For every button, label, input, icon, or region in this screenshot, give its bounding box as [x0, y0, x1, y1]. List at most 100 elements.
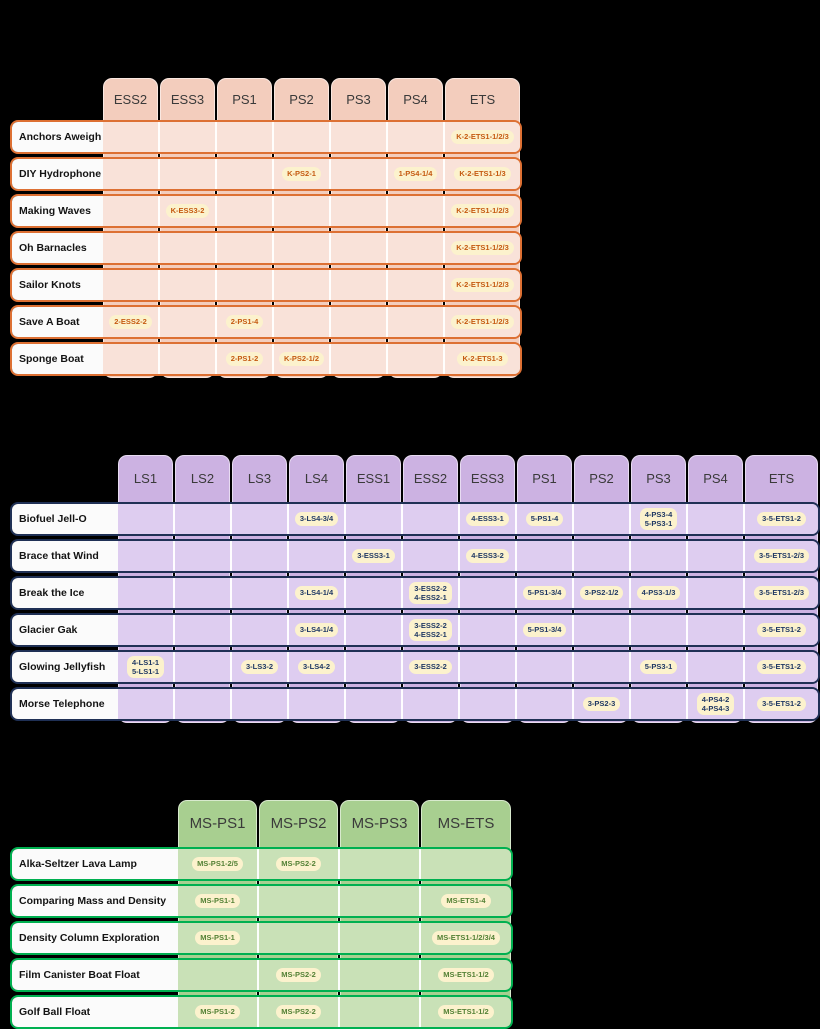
standard-cell: 2-PS1-2	[217, 344, 274, 374]
standard-badge: 3-ESS2-2 4-ESS2-1	[409, 581, 452, 605]
standard-badge: 4-PS3-1/3	[636, 586, 681, 600]
standard-cell: 5-PS3-1	[631, 652, 688, 682]
standard-cell: 5-PS1-3/4	[517, 578, 574, 608]
standard-badge: 3-PS2-3	[582, 697, 621, 711]
standard-badge: MS-PS2-2	[276, 968, 321, 982]
standard-cell	[175, 652, 232, 682]
standard-badge: MS-ETS1-1/2	[438, 1005, 494, 1019]
standard-badge: 1-PS4-1/4	[393, 167, 438, 181]
standard-cell	[118, 615, 175, 645]
standard-cell	[331, 159, 388, 189]
standard-badge: K-2-ETS1-1/2/3	[451, 130, 514, 144]
standard-cell	[160, 159, 217, 189]
standard-cell	[574, 504, 631, 534]
standard-cell	[340, 886, 421, 916]
standard-cell: K-PS2-1	[274, 159, 331, 189]
column-header-label: ETS	[469, 91, 496, 107]
standard-cell	[175, 689, 232, 719]
standard-cell	[331, 122, 388, 152]
standard-cell	[274, 196, 331, 226]
standard-cell: MS-ETS1-4	[421, 886, 511, 916]
standard-cell: 3-5-ETS1-2/3	[745, 578, 818, 608]
standard-cell	[289, 541, 346, 571]
standard-cell: 3-LS4-2	[289, 652, 346, 682]
standard-cell	[340, 997, 421, 1027]
standard-badge: K-2-ETS1-1/2/3	[451, 241, 514, 255]
standard-cell	[388, 344, 445, 374]
standard-badge: 3-ESS2-2 4-ESS2-1	[409, 618, 452, 642]
standard-cell: MS-PS2-2	[259, 849, 340, 879]
standard-cell: 3-PS2-1/2	[574, 578, 631, 608]
standard-cell	[103, 233, 160, 263]
standard-cell	[274, 233, 331, 263]
standard-badge: 3-LS3-2	[240, 660, 279, 674]
standard-badge: 3-5-ETS1-2/3	[753, 586, 810, 600]
standard-badge: K-PS2-1/2	[278, 352, 324, 366]
column-header-label: MS-PS1	[189, 815, 246, 832]
standard-cell: MS-ETS1-1/2/3/4	[421, 923, 511, 953]
standard-badge: 4-ESS3-1	[466, 512, 509, 526]
standard-cell	[517, 541, 574, 571]
column-header-label: PS1	[232, 91, 257, 107]
column-header-label: PS2	[589, 471, 614, 486]
activity-label: Alka-Seltzer Lava Lamp	[12, 849, 178, 879]
standard-badge: 3-5-ETS1-2	[757, 660, 806, 674]
column-header-label: PS4	[403, 91, 428, 107]
standard-cell: 3-5-ETS1-2	[745, 615, 818, 645]
standard-cell	[160, 233, 217, 263]
standard-cell	[103, 159, 160, 189]
standard-cell	[688, 504, 745, 534]
standard-cell	[160, 344, 217, 374]
activity-label: Glowing Jellyfish	[12, 652, 118, 682]
activity-label: Making Waves	[12, 196, 103, 226]
standard-badge: 3-5-ETS1-2	[757, 512, 806, 526]
standard-badge: 3-LS4-1/4	[294, 586, 339, 600]
standard-badge: K-2-ETS1-1/2/3	[451, 204, 514, 218]
standard-cell	[403, 541, 460, 571]
standard-cell	[118, 689, 175, 719]
standard-badge: 5-PS1-3/4	[522, 623, 567, 637]
standard-cell	[346, 615, 403, 645]
standard-cell	[331, 344, 388, 374]
standard-cell	[232, 615, 289, 645]
standard-badge: MS-ETS1-1/2/3/4	[432, 931, 500, 945]
activity-label: Comparing Mass and Density	[12, 886, 178, 916]
standard-cell	[217, 270, 274, 300]
activity-label: Film Canister Boat Float	[12, 960, 178, 990]
standard-cell	[331, 307, 388, 337]
activity-label: Golf Ball Float	[12, 997, 178, 1027]
standard-badge: MS-PS1-2	[195, 1005, 240, 1019]
standard-cell: 3-LS4-3/4	[289, 504, 346, 534]
standard-cell: MS-PS1-2	[178, 997, 259, 1027]
standard-cell	[688, 652, 745, 682]
standard-cell	[388, 122, 445, 152]
standard-cell: 3-PS2-3	[574, 689, 631, 719]
standard-cell	[517, 652, 574, 682]
standard-cell: MS-ETS1-1/2	[421, 960, 511, 990]
column-header-label: ETS	[768, 471, 795, 486]
standard-badge: K-2-ETS1-3	[457, 352, 508, 366]
standard-cell	[388, 233, 445, 263]
standard-cell	[103, 122, 160, 152]
standard-cell: 3-ESS2-2 4-ESS2-1	[403, 615, 460, 645]
standard-cell	[403, 689, 460, 719]
standard-badge: K-2-ETS1-1/3	[454, 167, 511, 181]
standard-cell	[217, 159, 274, 189]
activity-label: Anchors Aweigh	[12, 122, 103, 152]
standard-cell: 3-5-ETS1-2	[745, 689, 818, 719]
standard-badge: 5-PS1-3/4	[522, 586, 567, 600]
activity-label: Density Column Exploration	[12, 923, 178, 953]
standard-badge: 2-ESS2-2	[109, 315, 152, 329]
standard-cell	[289, 689, 346, 719]
standard-cell	[421, 849, 511, 879]
standard-cell	[217, 196, 274, 226]
column-header-label: PS2	[289, 91, 314, 107]
